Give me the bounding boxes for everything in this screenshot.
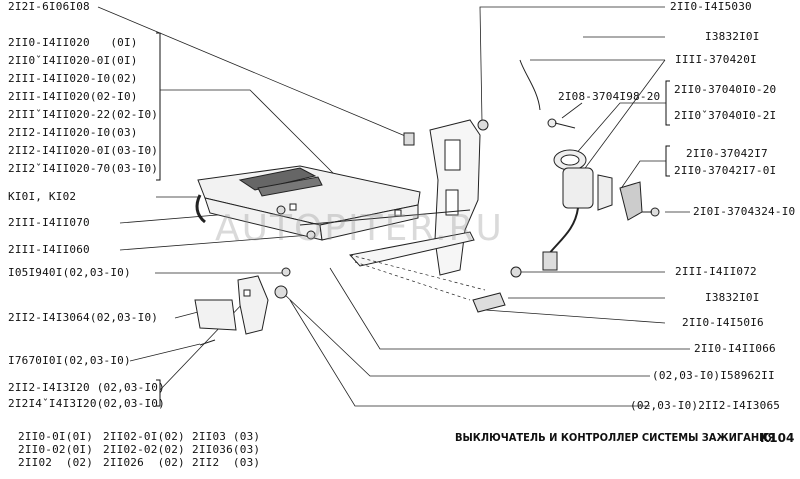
legend-cell: 2II03 (03) [192, 430, 261, 443]
part-label: 2II0-37040I0-20 [674, 83, 777, 96]
legend-cell: 2II02 (02) [18, 456, 94, 469]
legend-cell: 2II02-02(02) [103, 443, 185, 456]
part-label: 2IIIˇI4II020-22(02-I0) [8, 108, 159, 121]
part-label: 2II2ˇI4II020-70(03-I0) [8, 162, 159, 175]
part-label: 2II2-I4II020-0I(03-I0) [8, 144, 159, 157]
part-label: 2II2-I4I3I20 (02,03-I0) [8, 381, 165, 394]
part-label: 2II0ˇI4II020-0I(0I) [8, 54, 138, 67]
part-label: 2I08-3704I98-20 [558, 90, 661, 103]
part-label: KI0I, KI02 [8, 190, 77, 203]
part-label: 2II0-I4I5030 [670, 0, 752, 13]
part-label: 2II0-I4II066 [694, 342, 776, 355]
part-label: 2III-I4II060 [8, 243, 90, 256]
legend-cell: 2II036(03) [192, 443, 261, 456]
diagram-title: ВЫКЛЮЧАТЕЛЬ И КОНТРОЛЛЕР СИСТЕМЫ ЗАЖИГАН… [455, 431, 776, 444]
part-label: I3832I0I [705, 30, 760, 43]
legend-cell: 2II0-02(0I) [18, 443, 94, 456]
part-label: (02,03-I0)2II2-I4I3065 [630, 399, 781, 412]
part-label: 2I2I4ˇI4I3I20(02,03-I0) [8, 397, 165, 410]
legend-cell: 2II0-0I(0I) [18, 430, 94, 443]
legend-cell: 2II2 (03) [192, 456, 261, 469]
part-label: 2II2-I4I3064(02,03-I0) [8, 311, 159, 324]
part-label: 2III-I4II020(02-I0) [8, 90, 138, 103]
part-label: 2II0-I4I50I6 [682, 316, 764, 329]
part-label: 2III-I4II072 [675, 265, 757, 278]
part-label: 2II0-I4II020 (0I) [8, 36, 138, 49]
part-label: IIII-370420I [675, 53, 757, 66]
part-label: 2I2I-6I06I08 [8, 0, 90, 13]
part-label: 2III-I4II070 [8, 216, 90, 229]
part-label: 2II2-I4II020-I0(03) [8, 126, 138, 139]
part-label: 2II0-37042I7-0I [674, 164, 777, 177]
part-label: 2I0I-3704324-I0 [693, 205, 796, 218]
part-label: I05I940I(02,03-I0) [8, 266, 131, 279]
part-label: 2II0ˇ37040I0-2I [674, 109, 777, 122]
part-label: I7670I0I(02,03-I0) [8, 354, 131, 367]
watermark: AUTOPITER.RU [215, 208, 504, 249]
part-label: (02,03-I0)I58962II [652, 369, 775, 382]
part-label: 2III-I4II020-I0(02) [8, 72, 138, 85]
legend-cell: 2II02-0I(02) [103, 430, 185, 443]
part-label: I3832I0I [705, 291, 760, 304]
part-label: 2II0-37042I7 [686, 147, 768, 160]
legend-cell: 2II026 (02) [103, 456, 185, 469]
page-code: K104 [760, 431, 795, 445]
